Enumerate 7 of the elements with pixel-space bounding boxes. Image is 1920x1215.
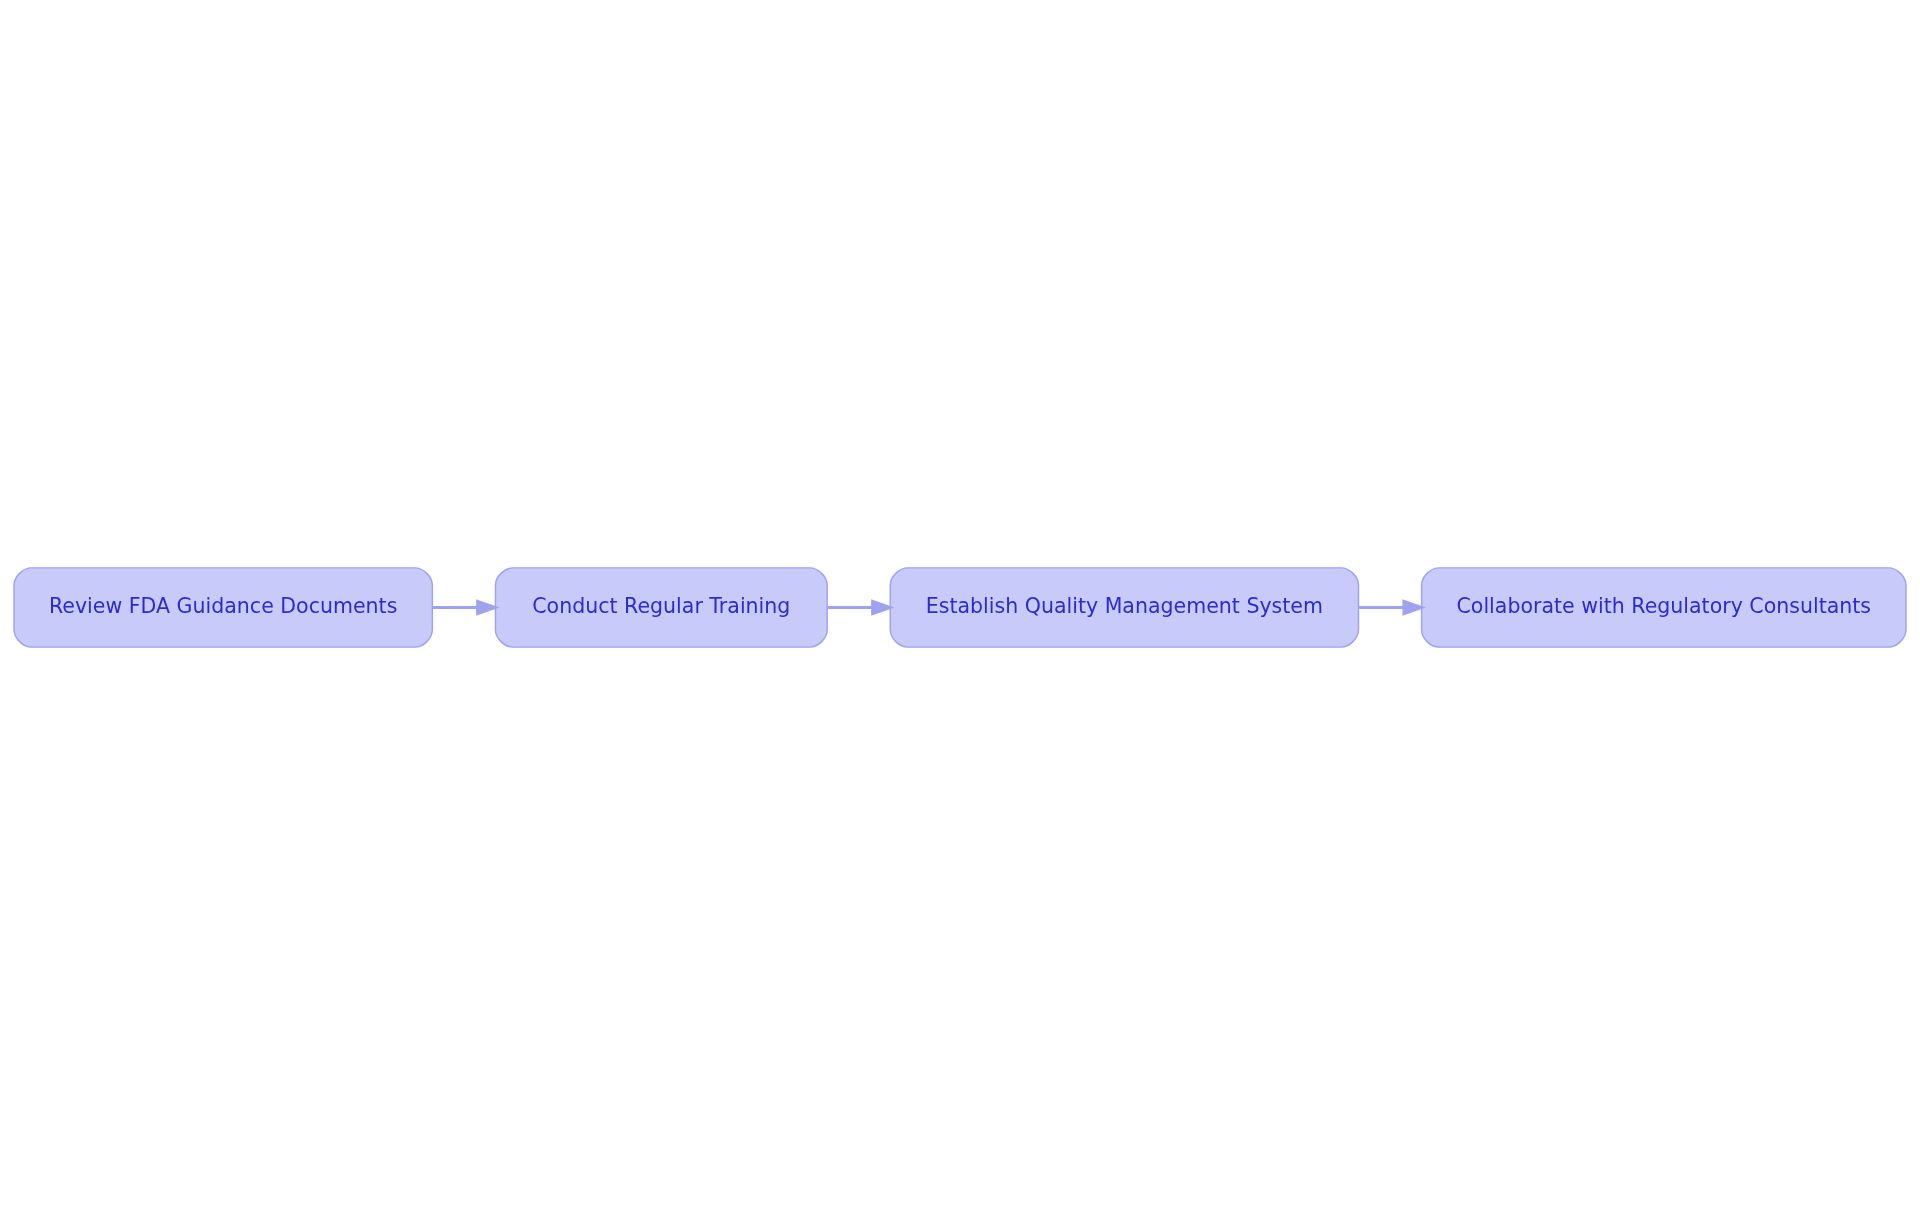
arrow xyxy=(1358,599,1426,616)
node-box: Collaborate with Regulatory Consultants xyxy=(1420,567,1907,648)
arrow xyxy=(432,599,500,616)
node-box: Conduct Regular Training xyxy=(494,567,828,648)
node-box: Establish Quality Management System xyxy=(889,567,1360,648)
node-box: Review FDA Guidance Documents xyxy=(13,567,434,648)
arrow xyxy=(827,599,895,616)
